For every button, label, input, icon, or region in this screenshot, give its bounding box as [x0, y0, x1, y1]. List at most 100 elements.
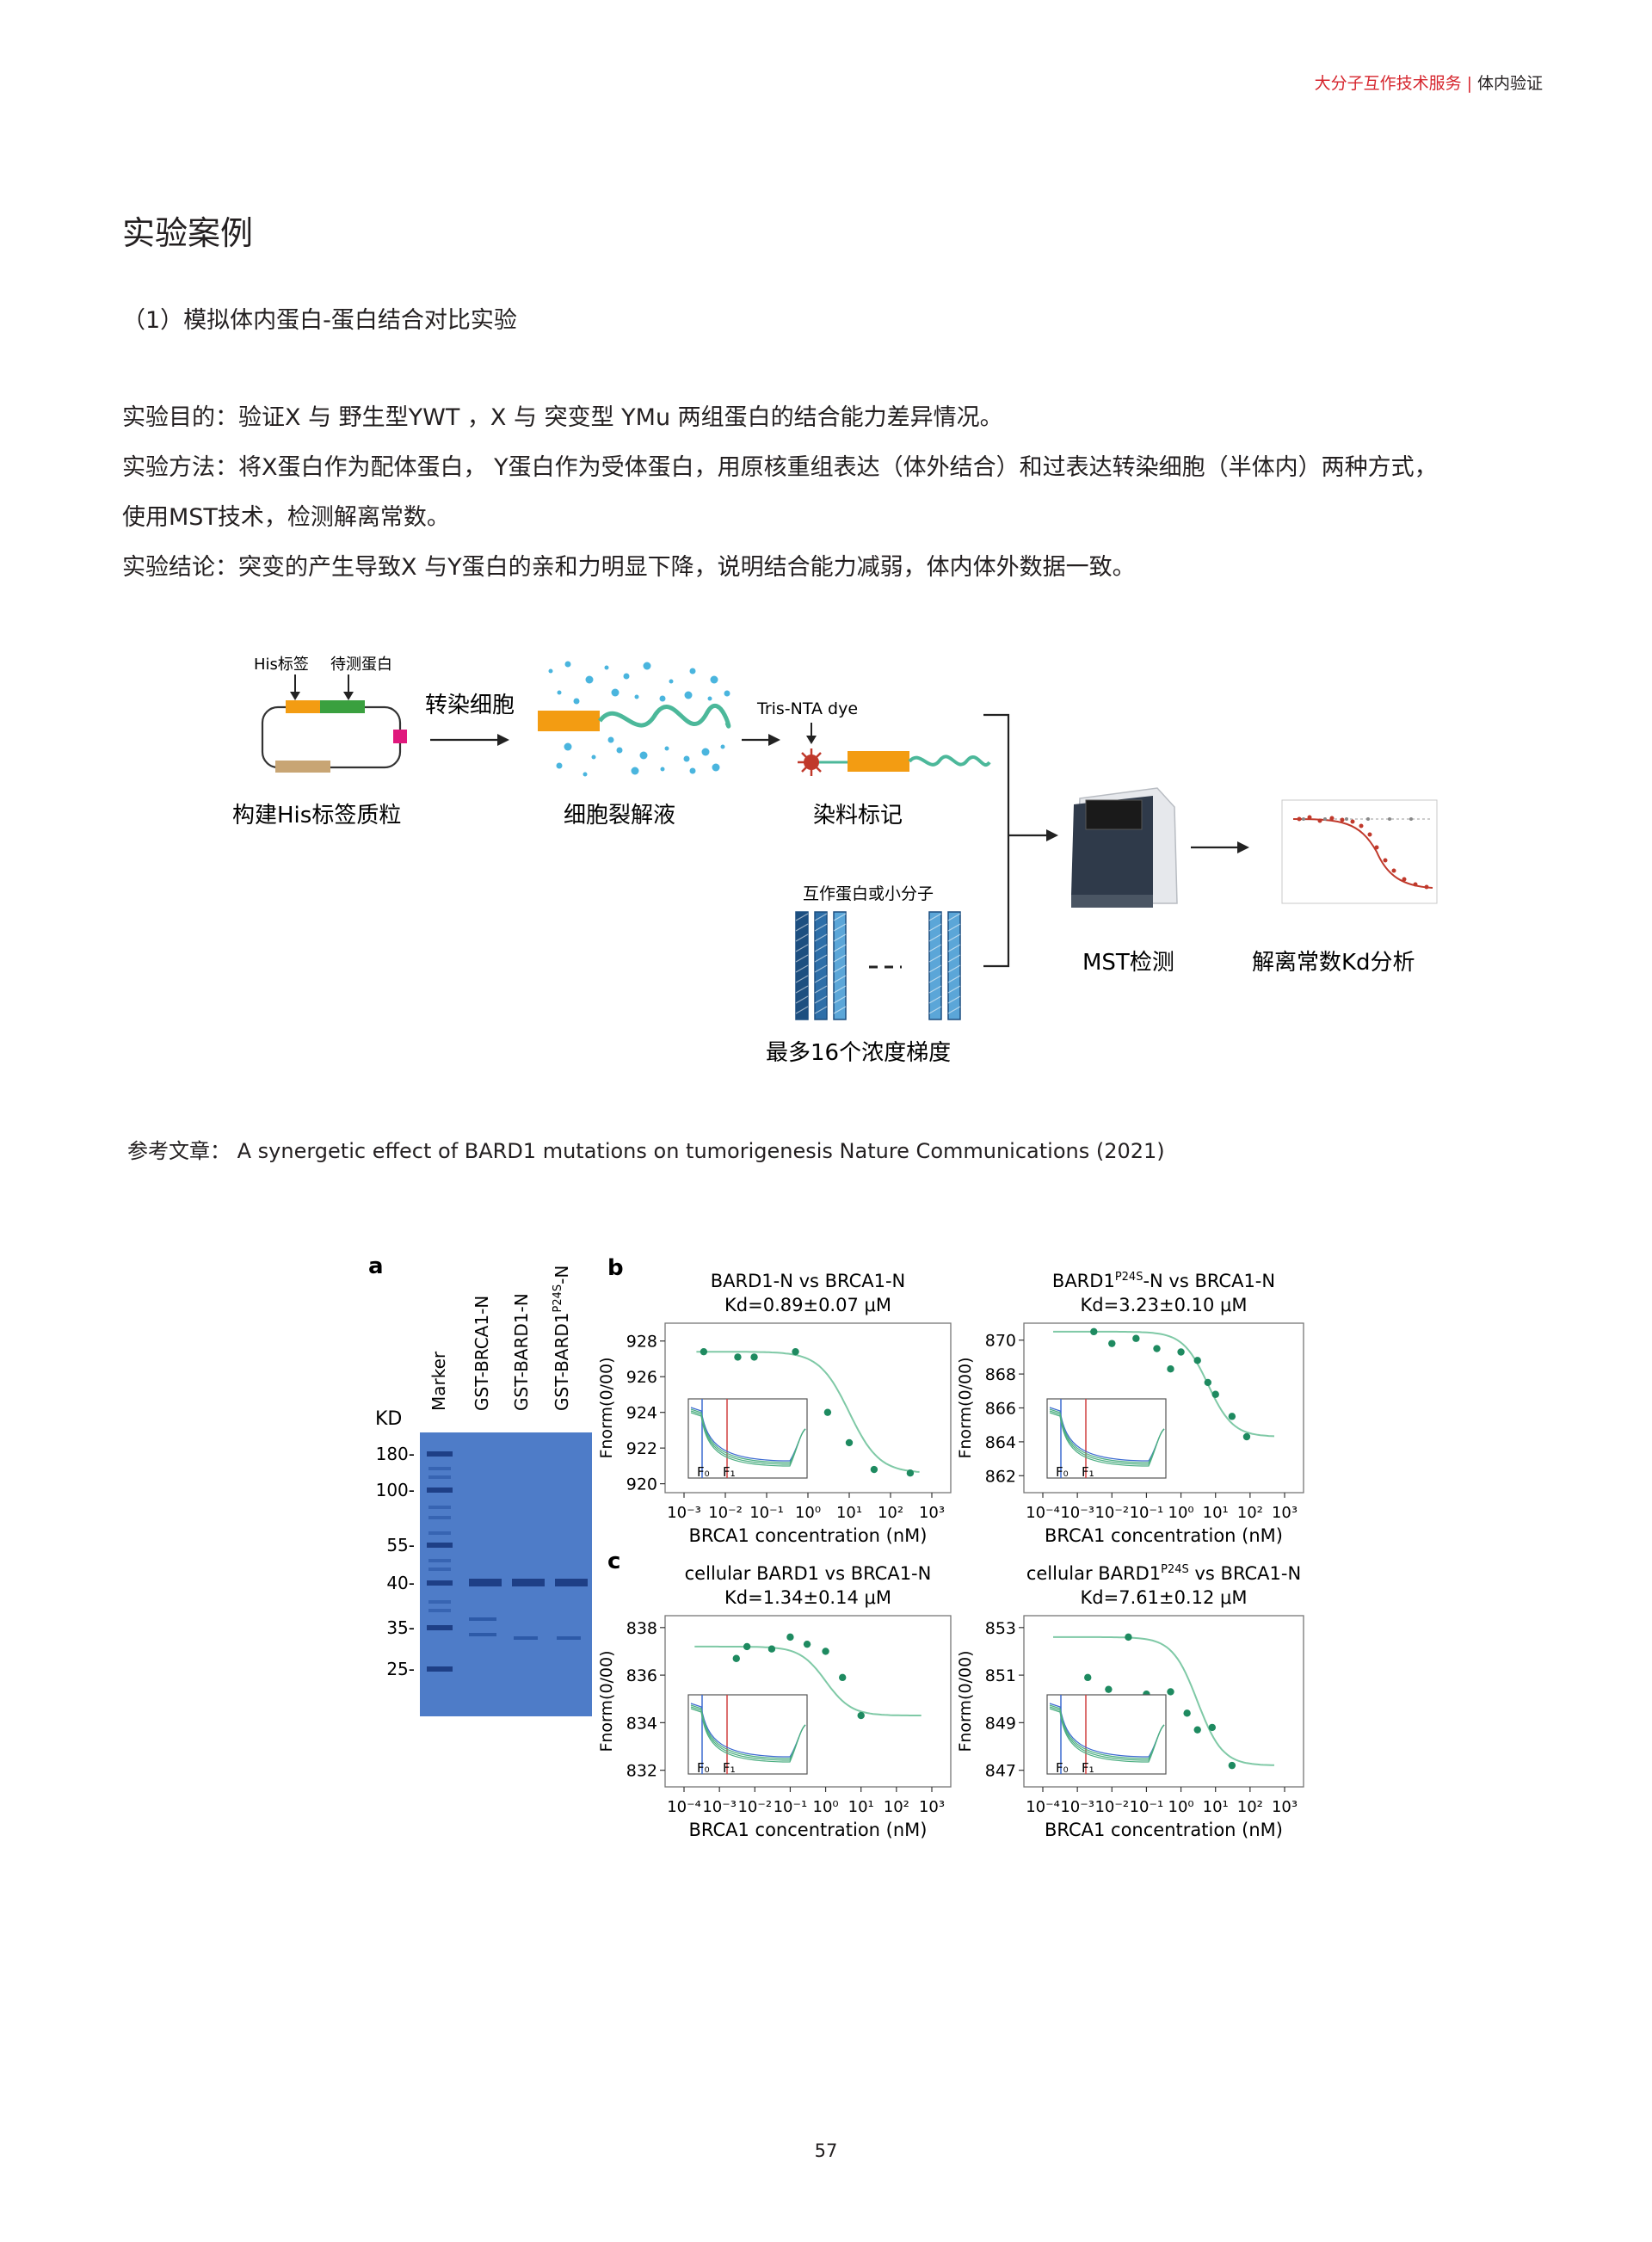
x-tick-label: 10¹ [836, 1504, 862, 1522]
x-tick-label: 10⁻⁴ [667, 1798, 701, 1816]
data-point [1177, 1348, 1185, 1356]
lysate-dot [684, 691, 693, 699]
mst-arrow-head [1046, 829, 1058, 841]
inset-f0-label: F₀ [697, 1464, 710, 1480]
x-tick-label: 10⁰ [795, 1504, 821, 1522]
lysate-dot [564, 742, 572, 751]
plasmid-resistance-block [275, 761, 330, 773]
plot-title: BARD1-N vs BRCA1-N [711, 1271, 906, 1291]
x-tick-label: 10³ [1272, 1798, 1298, 1816]
marker-band-minor [428, 1609, 451, 1612]
protein-band-minor [557, 1636, 581, 1640]
y-axis-label: Fnorm(0/00) [597, 1650, 616, 1752]
data-point [1193, 1357, 1201, 1364]
x-tick-label: 10⁻² [708, 1504, 743, 1522]
fit-curve [694, 1645, 922, 1716]
x-tick-label: 10⁻⁴ [1026, 1798, 1060, 1816]
x-tick-label: 10¹ [848, 1798, 874, 1816]
mst-trace-inset: F₀ F₁ [1046, 1694, 1167, 1776]
x-tick-label: 10² [884, 1798, 909, 1816]
fit-curve [1053, 1635, 1275, 1766]
inset-f1-label: F₁ [1082, 1464, 1094, 1480]
binding-curve-plot: cellular BARD1P24S vs BRCA1-NKd=7.61±0.1… [956, 1563, 1304, 1840]
data-point [906, 1469, 915, 1477]
lysate-dot [573, 698, 580, 705]
gel-lane-label: GST-BARD1-N [511, 1293, 532, 1411]
header-brand: 大分子互作技术服务 [1314, 74, 1462, 93]
data-point [1228, 1761, 1236, 1770]
lysate-dot [683, 755, 690, 762]
data-point [1167, 1364, 1174, 1373]
lysate-dot [712, 763, 720, 772]
data-point [767, 1645, 776, 1653]
inset-f0-label: F₀ [1056, 1464, 1069, 1480]
lysate-dot [634, 694, 639, 699]
inset-f0-label: F₀ [697, 1760, 710, 1776]
lysate-dot [585, 675, 594, 684]
data-point [823, 1408, 832, 1416]
lysate-dot [720, 744, 725, 749]
gel-marker-label: 180- [376, 1444, 415, 1464]
marker-band-minor [428, 1467, 451, 1470]
partner-label: 互作蛋白或小分子 [803, 884, 934, 903]
lysate-dot [616, 747, 623, 754]
data-point [1090, 1327, 1098, 1336]
lysate-dot [607, 736, 614, 743]
section-title: 实验案例 [122, 214, 254, 252]
data-point [1084, 1673, 1092, 1682]
label-arrow-head [768, 734, 780, 746]
plot-frame [1023, 1615, 1304, 1788]
marker-band-minor [428, 1559, 451, 1562]
gel-marker-label: 100- [376, 1480, 415, 1500]
header-separator: | [1466, 74, 1472, 93]
mini-plot-point [1383, 858, 1388, 863]
y-tick-label: 847 [985, 1762, 1016, 1781]
x-tick-label: 10⁰ [813, 1798, 839, 1816]
data-point [1153, 1345, 1161, 1352]
merge-bracket [983, 713, 1010, 968]
y-tick-label: 926 [626, 1368, 657, 1387]
lysate-dot [583, 772, 588, 777]
x-tick-label: 10⁻³ [1060, 1504, 1094, 1522]
inset-f1-label: F₁ [1082, 1760, 1094, 1776]
lysate-dot [556, 762, 563, 769]
dye-label: Tris-NTA dye [756, 699, 858, 718]
mini-plot-point [1367, 832, 1372, 837]
protein-band [512, 1579, 545, 1586]
data-point [1208, 1723, 1217, 1732]
method-paragraph-line2: 使用MST技术，检测解离常数。 [122, 504, 450, 531]
inset-f0-label: F₀ [1056, 1760, 1069, 1776]
x-tick-label: 10² [878, 1504, 903, 1522]
binding-curve-plot: BARD1P24S-N vs BRCA1-NKd=3.23±0.10 μM862… [956, 1271, 1304, 1546]
marker-band [427, 1543, 453, 1548]
gel-lane-label: GST-BRCA1-N [472, 1296, 492, 1411]
y-axis-label: Fnorm(0/00) [597, 1357, 616, 1458]
x-tick-label: 10² [1237, 1798, 1263, 1816]
plot-kd-value: Kd=7.61±0.12 μM [1081, 1587, 1248, 1608]
mini-plot-point [1329, 816, 1335, 821]
mini-plot-point [1297, 816, 1302, 822]
labeled-protein-chain [908, 755, 991, 767]
lysate-dot [623, 673, 630, 680]
his-tag-block [286, 700, 320, 713]
kd-arrow-head [1237, 841, 1249, 853]
protein-band-minor [469, 1617, 496, 1621]
mini-plot-point [1307, 815, 1312, 820]
x-tick-label: 10⁻² [737, 1798, 772, 1816]
header-section: 体内验证 [1476, 74, 1543, 93]
inset-f1-label: F₁ [723, 1464, 736, 1480]
gel-body [420, 1432, 592, 1716]
lysate-dot [669, 679, 674, 684]
y-axis-label: Fnorm(0/00) [956, 1357, 975, 1458]
y-tick-label: 836 [626, 1666, 657, 1685]
x-tick-label: 10⁰ [1168, 1798, 1194, 1816]
y-tick-label: 920 [626, 1475, 657, 1494]
gel-lane-superscript: P24S [552, 1284, 564, 1313]
lysate-dot [659, 695, 666, 702]
y-tick-label: 864 [985, 1433, 1016, 1452]
data-point [870, 1465, 878, 1474]
lysate-dot [701, 748, 710, 756]
data-point [822, 1648, 829, 1655]
